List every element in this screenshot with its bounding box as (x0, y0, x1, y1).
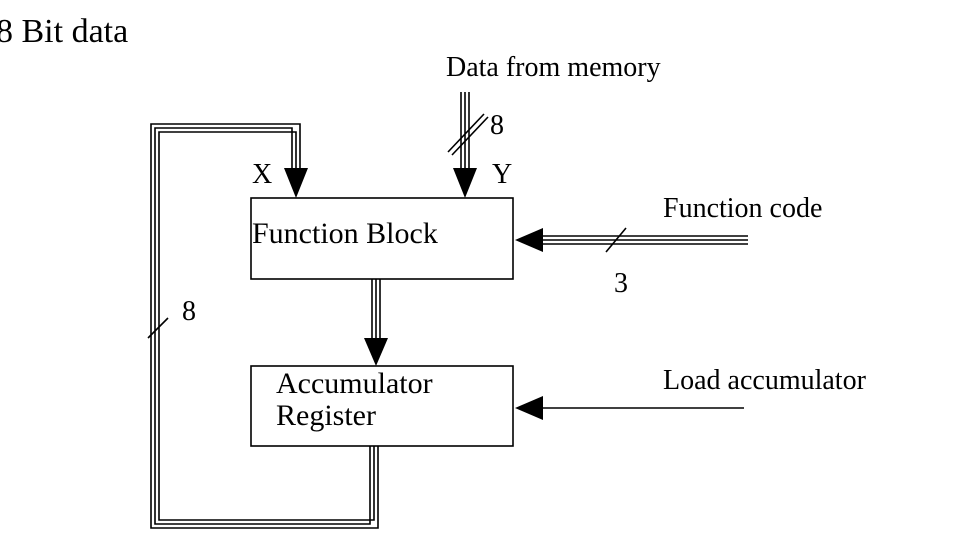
feedback-width-slash (147, 317, 169, 339)
memory-data-bus (460, 92, 470, 170)
input-y-label: Y (492, 159, 512, 190)
function-block-label: Function Block (252, 217, 438, 250)
diagram-title: 8 Bit data (0, 13, 128, 50)
function-code-width-slash (605, 227, 627, 253)
data-width-label: 8 (490, 110, 504, 141)
accumulator-label-line2: Register (276, 399, 376, 432)
function-block (250, 197, 514, 280)
function-code-width-label: 3 (614, 268, 628, 299)
x-input-arrow (284, 168, 308, 198)
function-to-accumulator-bus (371, 279, 381, 340)
accumulator-label-line1: Accumulator (276, 367, 433, 400)
load-accumulator-arrow (515, 396, 543, 420)
function-code-label: Function code (663, 193, 822, 224)
y-input-arrow (453, 168, 477, 198)
function-code-bus (540, 235, 748, 245)
data-width-slash (447, 113, 489, 156)
function-code-arrow (515, 228, 543, 252)
feedback-width-label: 8 (182, 296, 196, 327)
accumulator-register-block (250, 365, 514, 447)
input-x-label: X (252, 159, 272, 190)
data-from-memory-label: Data from memory (446, 52, 661, 83)
load-accumulator-label: Load accumulator (663, 365, 867, 396)
accumulator-input-arrow (364, 338, 388, 366)
